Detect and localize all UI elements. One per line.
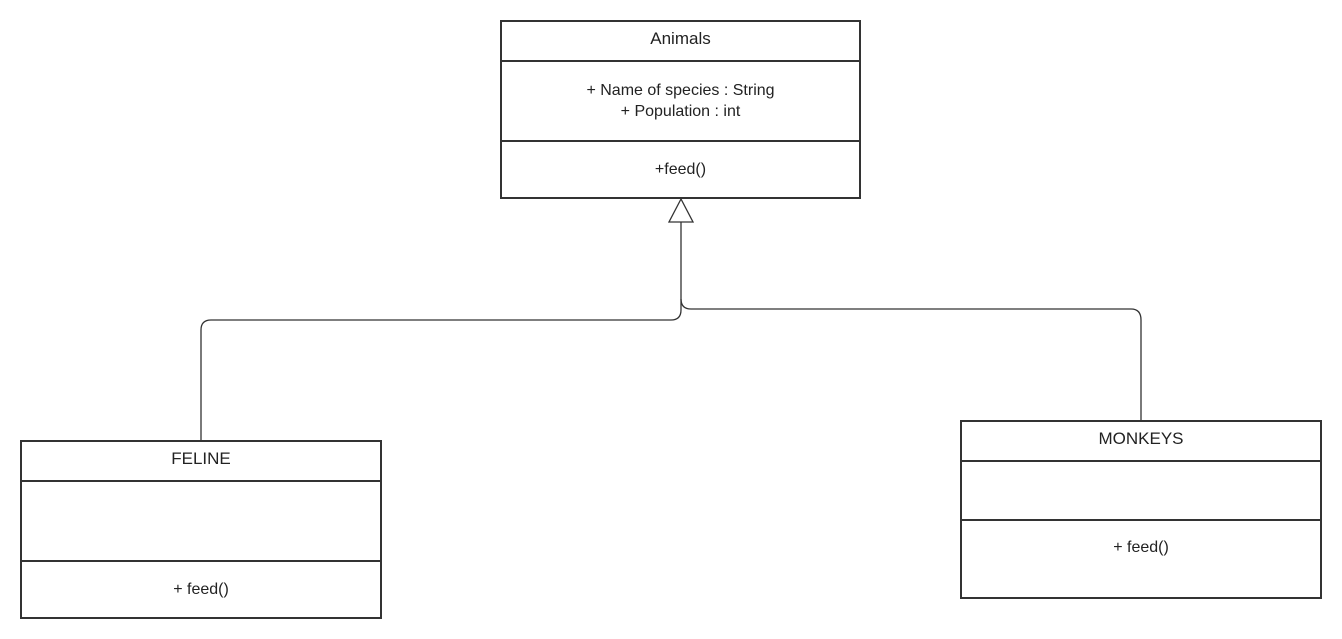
class-animals-methods-section: +feed()	[502, 140, 859, 197]
class-feline[interactable]: FELINE + feed()	[20, 440, 382, 619]
class-monkeys-method: + feed()	[1113, 539, 1169, 556]
class-animals-attribute: + Name of species : String	[586, 82, 775, 99]
class-monkeys-methods-section: + feed()	[962, 519, 1320, 597]
class-animals[interactable]: Animals + Name of species : String + Pop…	[500, 20, 861, 199]
class-monkeys-name: MONKEYS	[1098, 429, 1184, 448]
class-feline-name-section: FELINE	[22, 442, 380, 480]
class-monkeys-name-section: MONKEYS	[962, 422, 1320, 460]
class-monkeys-attributes-section	[962, 460, 1320, 519]
monkeys-generalization-line[interactable]	[680, 298, 1142, 421]
class-animals-name-section: Animals	[502, 22, 859, 60]
class-animals-attribute: + Population : int	[620, 103, 741, 120]
generalization-arrowhead	[667, 197, 695, 223]
feline-generalization-line[interactable]	[200, 222, 682, 440]
class-animals-name: Animals	[650, 29, 711, 48]
class-animals-attributes-section: + Name of species : String + Population …	[502, 60, 859, 140]
class-feline-name: FELINE	[171, 449, 231, 468]
class-feline-method: + feed()	[173, 581, 229, 598]
class-animals-method: +feed()	[654, 161, 707, 178]
class-feline-methods-section: + feed()	[22, 560, 380, 617]
class-feline-attributes-section	[22, 480, 380, 560]
class-monkeys[interactable]: MONKEYS + feed()	[960, 420, 1322, 599]
